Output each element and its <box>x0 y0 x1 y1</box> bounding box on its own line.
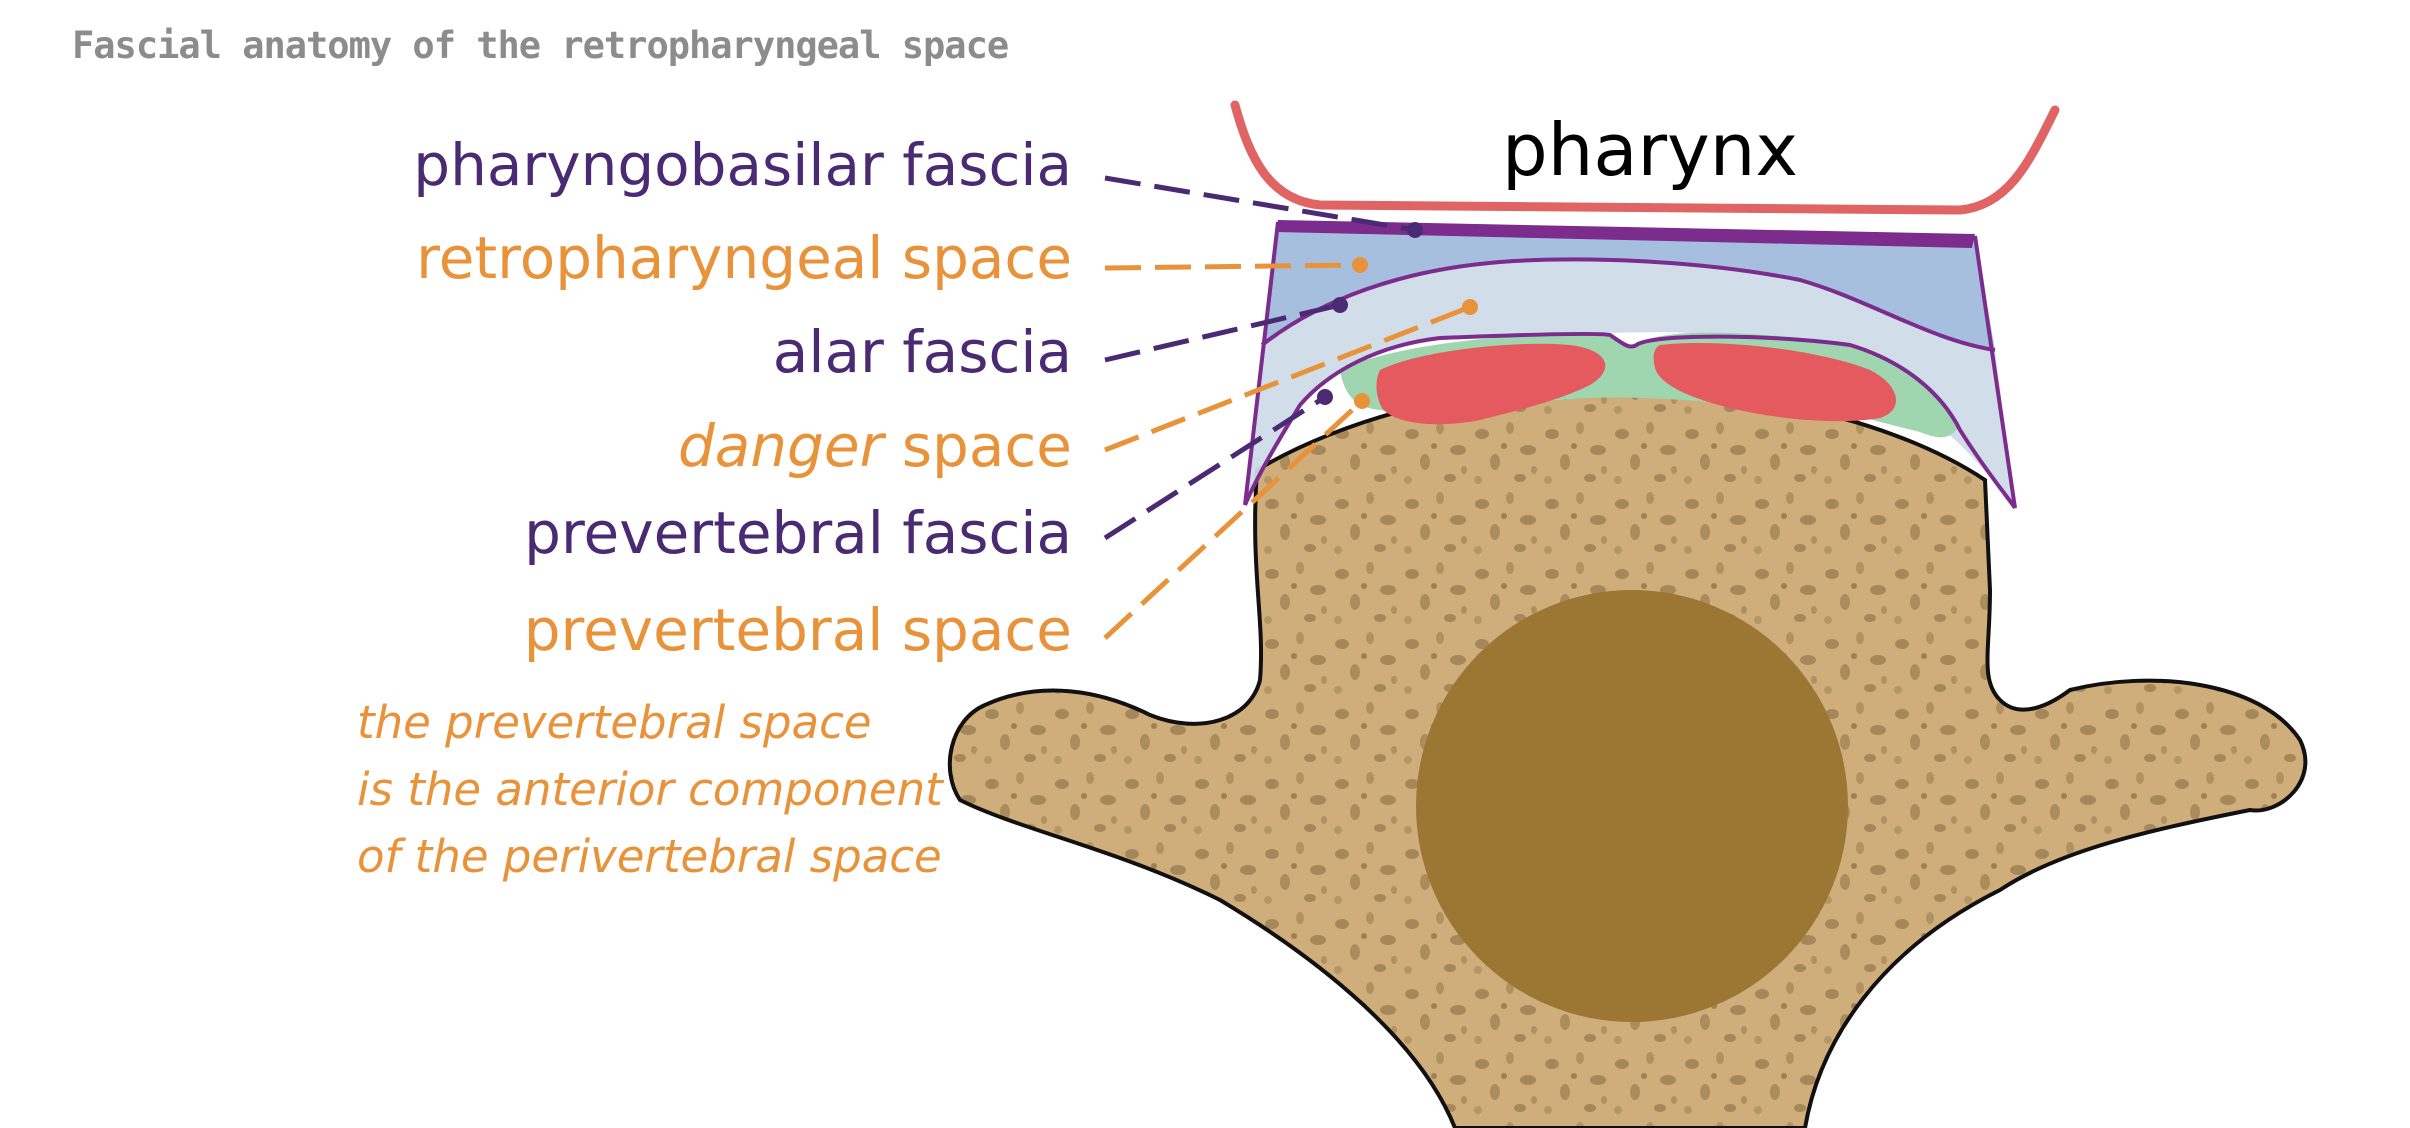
leader-dot-alar-fascia <box>1332 297 1348 313</box>
leader-dot-retropharyngeal-space <box>1352 257 1368 273</box>
label-alar-fascia: alar fascia <box>773 318 1072 386</box>
leader-prevertebral-space <box>1103 399 1364 640</box>
leader-retropharyngeal-space <box>1104 262 1361 271</box>
leader-dot-prevertebral-fascia <box>1317 389 1333 405</box>
fascial-envelope-left-border <box>1243 221 1280 506</box>
retropharyngeal-space-region <box>1262 222 1995 350</box>
longus-muscle-left <box>1376 343 1606 425</box>
fascial-envelope-right-border <box>1973 235 2017 509</box>
pharynx-wall <box>1230 100 2060 215</box>
leader-dot-prevertebral-space <box>1354 393 1370 409</box>
note-line-3: of the perivertebral space <box>357 830 942 883</box>
leader-dot-danger-space <box>1462 299 1478 315</box>
leader-prevertebral-fascia <box>1103 394 1327 541</box>
note-line-1: the prevertebral space <box>357 696 872 749</box>
label-danger-space: danger space <box>678 412 1072 480</box>
label-danger-space-rest: space <box>883 412 1072 480</box>
leader-pharyngobasilar-fascia <box>1104 175 1416 233</box>
pharynx-label: pharynx <box>1502 108 1798 192</box>
label-danger-space-italic: danger <box>678 412 887 480</box>
alar-fascia-line <box>1260 257 1996 352</box>
label-prevertebral-fascia: prevertebral fascia <box>524 499 1072 567</box>
note-line-2: is the anterior component <box>357 763 945 816</box>
leader-danger-space <box>1104 304 1471 453</box>
label-prevertebral-space: prevertebral space <box>524 596 1072 664</box>
leader-alar-fascia <box>1104 302 1341 363</box>
label-pharyngobasilar-fascia: pharyngobasilar fascia <box>413 131 1072 199</box>
vertebral-body <box>1416 590 1848 1022</box>
prevertebral-fascia-line <box>1243 332 2017 510</box>
label-retropharyngeal-space: retropharyngeal space <box>416 224 1072 292</box>
longus-muscle-right <box>1653 342 1897 422</box>
pharyngobasilar-fascia-band <box>1276 220 1975 248</box>
page-title: Fascial anatomy of the retropharyngeal s… <box>72 24 1008 67</box>
leader-dot-pharyngobasilar-fascia <box>1407 222 1423 238</box>
